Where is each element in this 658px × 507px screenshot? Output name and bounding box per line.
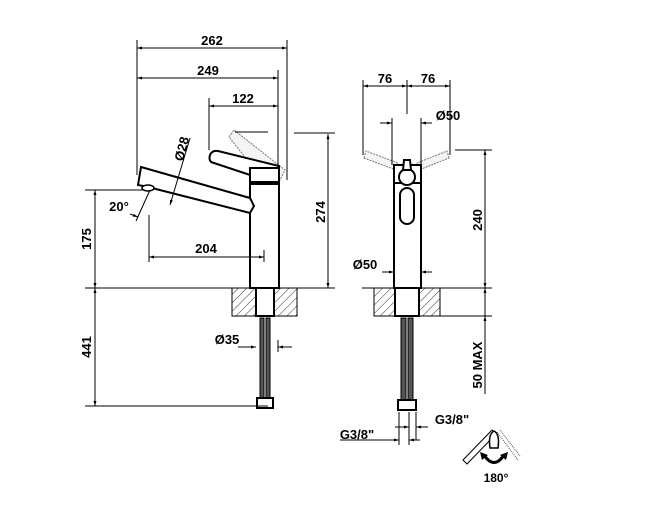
dim-total-height: 274 <box>313 200 328 222</box>
dim-below-deck: 441 <box>79 336 94 358</box>
deck-section-right-front <box>418 287 441 317</box>
body-ring <box>250 181 279 185</box>
dim-connection-right: G3/8" <box>435 412 469 427</box>
spout <box>136 165 256 215</box>
rotation-angle-label: 180° <box>484 471 509 485</box>
dim-overall-length: 262 <box>201 33 223 48</box>
dim-deck-thickness: 50 MAX <box>470 341 485 388</box>
lever-hub <box>398 168 416 186</box>
dim-spout-angle: 20° <box>109 199 129 214</box>
hose-right <box>265 317 271 399</box>
dim-top-diameter: Ø50 <box>436 108 461 123</box>
hose-right-front <box>407 317 414 401</box>
deck-section-right <box>273 287 298 317</box>
dim-spout-length: 249 <box>197 63 219 78</box>
lever-left-position <box>363 150 399 171</box>
dim-connection-left: G3/8" <box>340 427 374 442</box>
lever-handle <box>208 149 280 177</box>
dim-lever-right: 76 <box>421 71 435 86</box>
shank <box>255 287 275 317</box>
lever-stub <box>401 159 413 171</box>
dim-body-height: 240 <box>470 209 485 231</box>
lever-icon <box>488 430 500 449</box>
hose-nut <box>256 397 274 409</box>
dim-shank-diameter: Ø35 <box>215 332 240 347</box>
shank-front <box>394 287 420 317</box>
hose-left <box>259 317 265 399</box>
lever-right-position <box>416 150 450 171</box>
dim-spout-height: 175 <box>79 228 94 250</box>
spout-outlet-front <box>399 187 415 225</box>
side-view: 262 249 122 Ø28 20° 204 175 274 441 Ø35 <box>79 33 335 409</box>
deck-section-left-front <box>373 287 396 317</box>
dim-lever-left: 76 <box>378 71 392 86</box>
rotation-arrow-icon <box>482 454 506 464</box>
faucet-body <box>249 167 280 289</box>
hose-nuts-front <box>397 399 417 411</box>
rotation-icon: 180° <box>462 429 521 485</box>
dim-body-diameter: Ø50 <box>353 257 378 272</box>
dim-spout-reach: 204 <box>195 241 217 256</box>
dim-lever-length: 122 <box>232 91 254 106</box>
front-view: 76 76 Ø50 240 Ø50 50 MAX G3/8" G3/8" <box>340 71 492 445</box>
dim-spout-diameter: Ø28 <box>171 135 192 163</box>
deck-section-left <box>231 287 257 317</box>
hose-left-front <box>400 317 407 401</box>
